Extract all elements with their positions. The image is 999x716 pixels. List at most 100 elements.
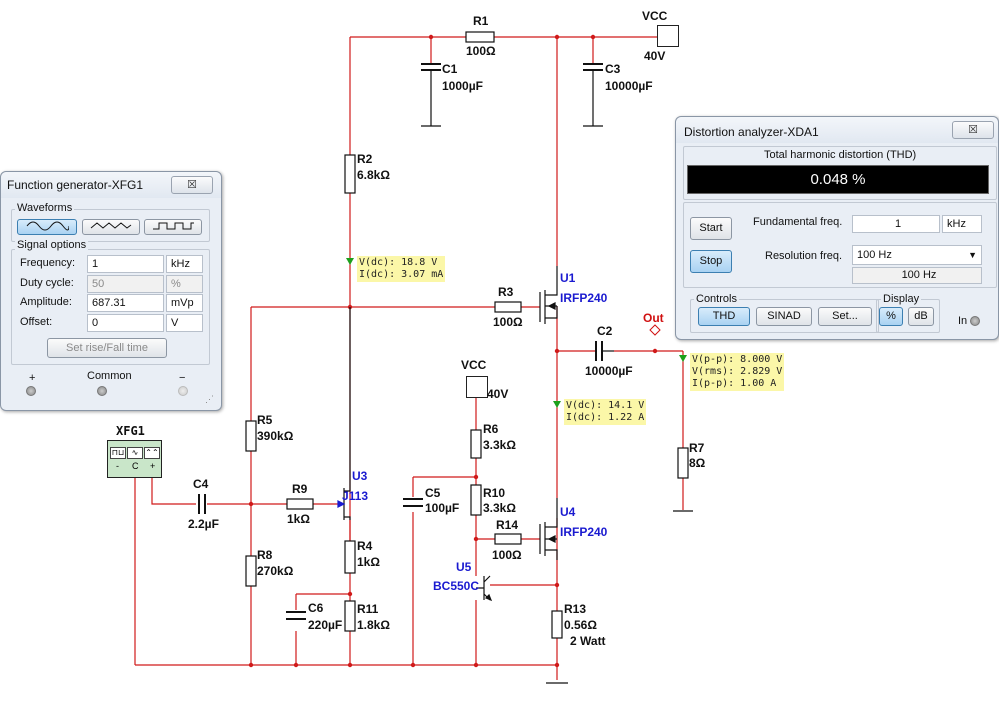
db-button[interactable]: dB [908,307,934,326]
function-generator-window[interactable]: Function generator-XFG1 ☒ Waveforms Sign… [0,171,222,411]
distortion-analyzer-titlebar[interactable]: Distortion analyzer-XDA1 ☒ [676,117,998,143]
fundamental-freq-unit[interactable]: kHz [942,215,982,233]
r6-symbol [470,429,482,459]
frequency-input[interactable]: 1 [87,255,164,273]
r5-value: 390kΩ [257,429,294,443]
vcc-mid-name: VCC [461,358,487,372]
xfg1-instrument[interactable]: ⊓⊔ ∿ ⌃⌃ - C + [107,440,162,478]
probe-u3-drain: V(dc): 18.8 V I(dc): 3.07 mA [357,256,446,282]
in-terminal-label: In [958,315,968,327]
c3-symbol [583,63,603,127]
square-wave-button[interactable] [144,219,202,235]
r13-power: 2 Watt [570,634,606,648]
r3-symbol [494,301,522,313]
r9-name: R9 [292,482,308,496]
r2-name: R2 [357,152,373,166]
c1-symbol [421,63,441,127]
controls-group [690,299,879,333]
set-button[interactable]: Set... [818,307,872,326]
percent-button[interactable]: % [879,307,903,326]
components [198,31,693,684]
in-terminal[interactable] [970,316,980,326]
minus-terminal[interactable] [178,386,188,396]
c2-symbol [595,341,614,361]
plus-terminal[interactable] [26,386,36,396]
stop-button[interactable]: Stop [690,250,732,273]
resize-grip-icon[interactable]: ⋰ [205,394,214,404]
xfg1-minus: - [116,461,119,471]
close-icon[interactable]: ☒ [171,176,213,194]
u4-symbol [539,498,558,560]
window-title: Distortion analyzer-XDA1 [684,125,819,139]
distortion-analyzer-window[interactable]: Distortion analyzer-XDA1 ☒ Total harmoni… [675,116,999,340]
r14-name: R14 [496,518,519,532]
r3-value: 100Ω [493,315,523,329]
probe-line: I(p-p): 1.00 A [692,378,777,389]
probe-line: V(rms): 2.829 V [692,366,783,377]
triangle-wave-button[interactable] [82,219,140,235]
r13-symbol [551,610,563,639]
r7-symbol [677,447,689,479]
c2-value: 10000µF [585,364,633,378]
probe-line: I(dc): 3.07 mA [359,269,444,280]
common-terminal[interactable] [97,386,107,396]
resolution-freq-display: 100 Hz [852,267,982,284]
function-generator-titlebar[interactable]: Function generator-XFG1 ☒ [1,172,221,198]
probe-output: V(p-p): 8.000 V V(rms): 2.829 V I(p-p): … [690,353,785,391]
c5-name: C5 [425,486,441,500]
r8-value: 270kΩ [257,564,294,578]
offset-input[interactable]: 0 [87,314,164,332]
out-label: Out [643,311,664,325]
resolution-freq-select[interactable]: 100 Hz ▼ [852,245,982,265]
r3-name: R3 [498,285,514,299]
r14-value: 100Ω [492,548,522,562]
plus-terminal-label: + [29,372,36,384]
sinad-button[interactable]: SINAD [756,307,812,326]
vcc-top-box [657,25,679,47]
resolution-freq-label: Resolution freq. [765,250,843,262]
triangle-wave-icon [90,222,132,229]
amplitude-unit[interactable]: mVp [166,294,203,312]
xfg1-plus: + [150,461,156,471]
frequency-label: Frequency: [20,257,76,269]
r7-name: R7 [689,441,705,455]
window-title: Function generator-XFG1 [7,178,144,192]
signal-options-label: Signal options [15,239,89,251]
thd-button[interactable]: THD [698,307,750,326]
vcc-top-name: VCC [642,9,668,23]
r10-value: 3.3kΩ [483,501,516,515]
c5-value: 100µF [425,501,460,515]
frequency-unit[interactable]: kHz [166,255,203,273]
u4-name: U4 [560,505,576,519]
common-terminal-label: Common [87,370,132,382]
probe-line: V(p-p): 8.000 V [692,354,783,365]
r6-value: 3.3kΩ [483,438,516,452]
xfg1-label: XFG1 [116,424,145,438]
fundamental-freq-label: Fundamental freq. [753,216,843,228]
r11-symbol [344,600,356,632]
u4-value: IRFP240 [560,525,608,539]
c5-symbol [403,498,423,507]
chevron-down-icon: ▼ [968,250,977,260]
duty-cycle-input[interactable]: 50 [87,275,164,293]
c6-value: 220µF [308,618,343,632]
fundamental-freq-input[interactable]: 1 [852,215,940,233]
r13-name: R13 [564,602,587,616]
start-button[interactable]: Start [690,217,732,240]
amplitude-input[interactable]: 687.31 [87,294,164,312]
r2-value: 6.8kΩ [357,168,390,182]
u3-symbol [337,307,351,520]
c2-name: C2 [597,324,613,338]
offset-label: Offset: [20,316,53,328]
controls-label: Controls [694,293,739,305]
offset-unit[interactable]: V [166,314,203,332]
close-icon[interactable]: ☒ [952,121,994,139]
sine-wave-icon [26,221,69,231]
set-rise-fall-button[interactable]: Set rise/Fall time [47,338,167,358]
duty-cycle-unit[interactable]: % [166,275,203,293]
duty-cycle-label: Duty cycle: [20,277,74,289]
thd-header: Total harmonic distortion (THD) [764,149,917,161]
c3-value: 10000µF [605,79,653,93]
sine-wave-button[interactable] [17,219,77,235]
